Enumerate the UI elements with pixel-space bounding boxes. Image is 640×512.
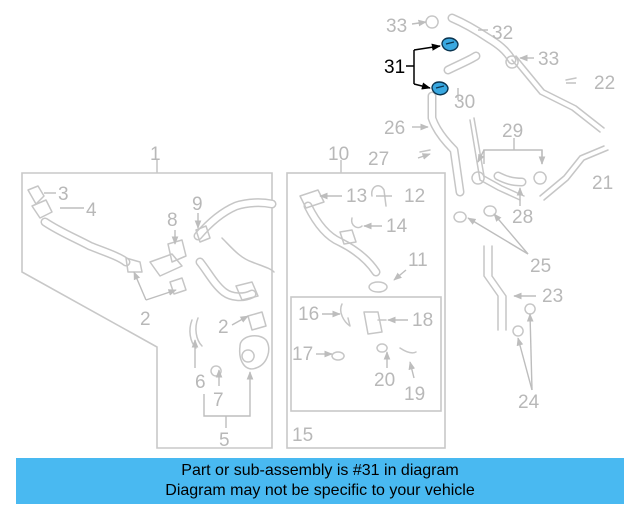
callout-10: 10 bbox=[328, 144, 349, 165]
callout-19: 19 bbox=[404, 384, 425, 405]
callout-1: 1 bbox=[150, 144, 161, 165]
part-31-clamp-lower[interactable] bbox=[431, 81, 449, 96]
callout-28: 28 bbox=[512, 207, 533, 228]
callout-22: 22 bbox=[594, 73, 615, 94]
hose-assembly-group-15 bbox=[331, 303, 417, 361]
callout-4: 4 bbox=[86, 200, 97, 221]
callout-13: 13 bbox=[346, 186, 367, 207]
coolant-lines-right bbox=[419, 13, 609, 337]
callout-8: 8 bbox=[167, 210, 178, 231]
callout-2: 2 bbox=[140, 309, 151, 330]
callout-31-leader bbox=[406, 43, 441, 90]
callout-17: 17 bbox=[292, 344, 313, 365]
hose-assembly-group-1 bbox=[27, 185, 277, 377]
callout-11: 11 bbox=[408, 250, 428, 271]
group-frame-1 bbox=[21, 160, 273, 449]
group-frame-10 bbox=[286, 160, 446, 449]
info-banner: Part or sub-assembly is #31 in diagram D… bbox=[16, 458, 624, 504]
callout-26: 26 bbox=[384, 118, 405, 139]
part-31-clamp-upper[interactable] bbox=[441, 37, 459, 52]
callout-21: 21 bbox=[592, 173, 613, 194]
callout-16: 16 bbox=[298, 304, 319, 325]
callout-labels: 1 2 2 3 4 5 6 7 8 9 10 11 12 13 14 15 16… bbox=[58, 16, 615, 451]
callout-14: 14 bbox=[386, 216, 408, 237]
callout-27: 27 bbox=[368, 149, 389, 170]
callout-15: 15 bbox=[292, 425, 313, 446]
callout-23: 23 bbox=[542, 286, 563, 307]
banner-line-disclaimer: Diagram may not be specific to your vehi… bbox=[165, 482, 475, 499]
hose-assembly-group-10 bbox=[299, 185, 388, 293]
banner-line-part: Part or sub-assembly is #31 in diagram bbox=[181, 462, 459, 479]
callout-18: 18 bbox=[412, 310, 433, 331]
callout-7: 7 bbox=[213, 390, 224, 411]
callout-29: 29 bbox=[502, 121, 523, 142]
callout-9: 9 bbox=[192, 194, 203, 215]
callout-33-b: 33 bbox=[538, 49, 559, 70]
callout-31-highlighted: 31 bbox=[384, 57, 405, 78]
callout-2-b: 2 bbox=[218, 317, 229, 338]
callout-20: 20 bbox=[374, 370, 395, 391]
callout-5: 5 bbox=[219, 430, 230, 451]
callout-24: 24 bbox=[518, 392, 540, 413]
callout-32: 32 bbox=[492, 23, 513, 44]
callout-leaders bbox=[44, 19, 576, 428]
callout-12: 12 bbox=[404, 186, 425, 207]
callout-30: 30 bbox=[454, 92, 475, 113]
callout-6: 6 bbox=[195, 372, 206, 393]
callout-3: 3 bbox=[58, 184, 69, 205]
callout-25: 25 bbox=[530, 256, 551, 277]
group-frame-15 bbox=[290, 296, 442, 412]
callout-33: 33 bbox=[386, 16, 407, 37]
